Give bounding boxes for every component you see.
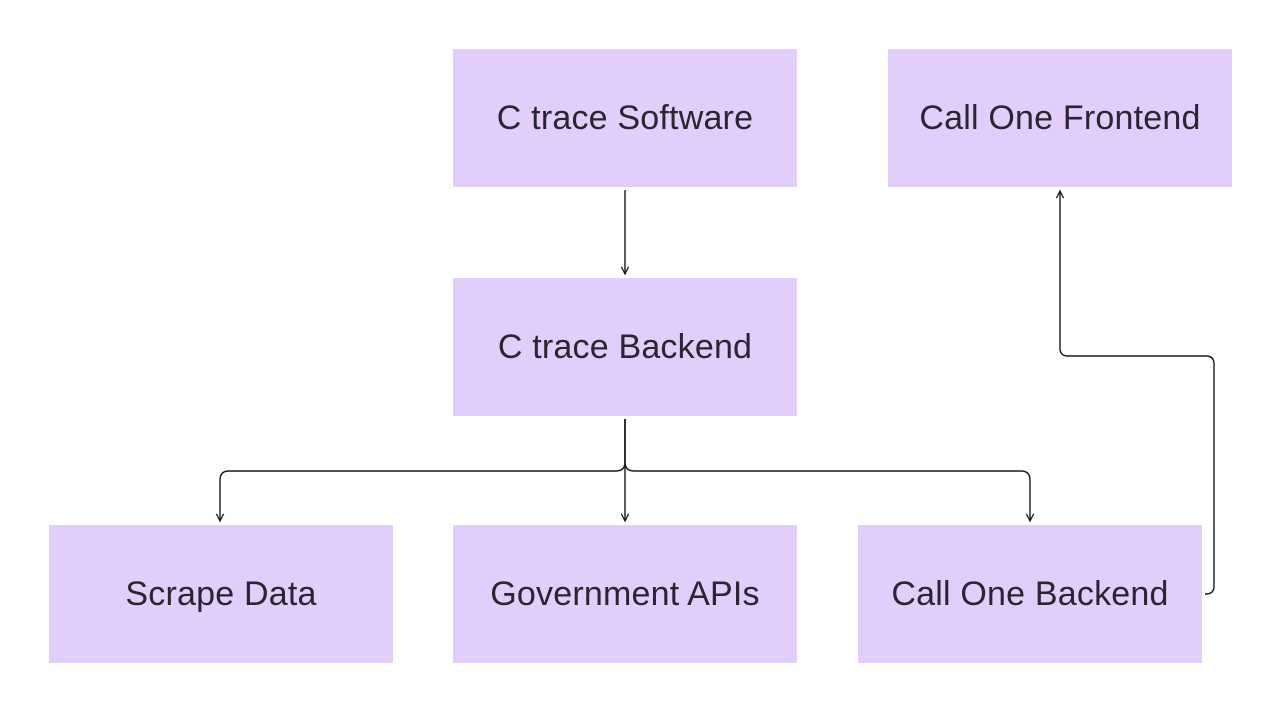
node-callone-frontend[interactable]: Call One Frontend — [888, 49, 1232, 187]
edge-ctrace-backend-to-scrape-data — [220, 419, 626, 521]
node-label: Call One Frontend — [919, 98, 1201, 137]
node-ctrace-software[interactable]: C trace Software — [453, 49, 797, 187]
node-label: C trace Backend — [497, 327, 753, 366]
node-label: C trace Software — [496, 98, 754, 137]
node-ctrace-backend[interactable]: C trace Backend — [453, 278, 797, 416]
node-callone-backend[interactable]: Call One Backend — [858, 525, 1202, 663]
edge-ctrace-backend-to-callone-backend — [624, 419, 1030, 521]
node-government-apis[interactable]: Government APIs — [453, 525, 797, 663]
node-label: Scrape Data — [125, 574, 317, 613]
node-label: Call One Backend — [891, 574, 1169, 613]
node-label: Government APIs — [490, 574, 760, 613]
edge-callone-backend-to-callone-frontend — [1060, 191, 1215, 595]
node-scrape-data[interactable]: Scrape Data — [49, 525, 393, 663]
